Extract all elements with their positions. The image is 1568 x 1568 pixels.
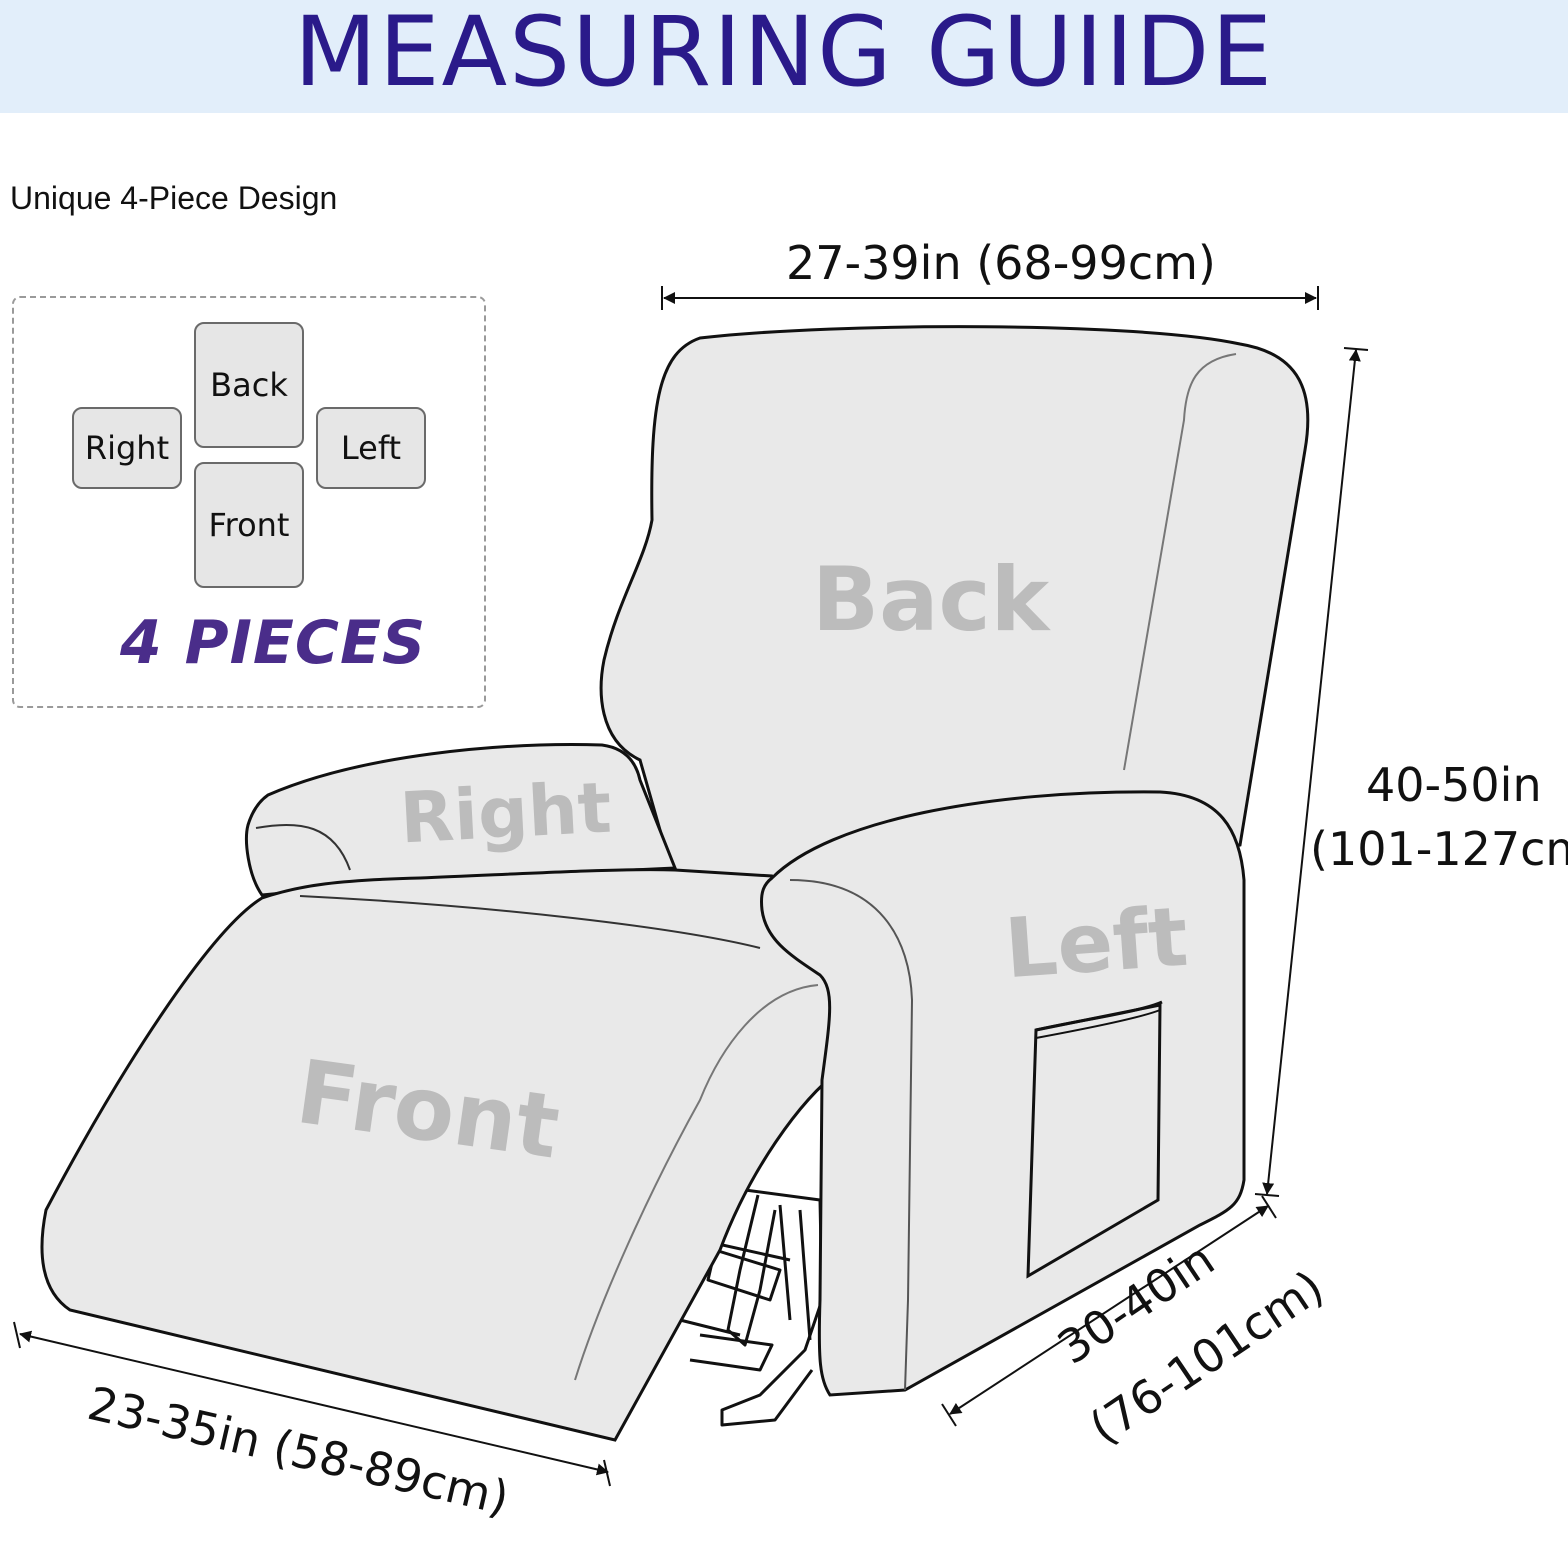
right-part-label: Right [397,766,614,860]
piece-right-label: Right [84,429,170,467]
design-label: Unique 4-Piece Design [10,180,338,216]
piece-front: Front [194,462,304,588]
piece-front-label: Front [208,506,290,544]
height-dimension-label: 40-50in [1366,758,1542,812]
pieces-panel [12,296,486,708]
piece-left: Left [316,407,426,489]
right-arm-cover [245,743,678,897]
width-dimension-line [661,286,1319,310]
piece-back: Back [194,322,304,448]
piece-back-label: Back [210,366,288,404]
back-cover [599,325,1310,902]
page-title: MEASURING GUIIDE [294,0,1274,108]
height-dimension-line [1254,347,1369,1197]
pieces-count: 4 PIECES [120,608,427,678]
left-part-label: Left [1001,889,1191,998]
width-dimension-label: 27-39in (68-99cm) [786,236,1216,290]
depth-dimension-line [941,1195,1277,1427]
title-banner: MEASURING GUIIDE [0,0,1568,113]
piece-left-label: Left [340,429,402,467]
piece-right: Right [72,407,182,489]
footrest-dimension-line [13,1321,611,1487]
height-dimension-cm-label: (101-127cm [1310,822,1568,876]
back-part-label: Back [812,548,1050,651]
